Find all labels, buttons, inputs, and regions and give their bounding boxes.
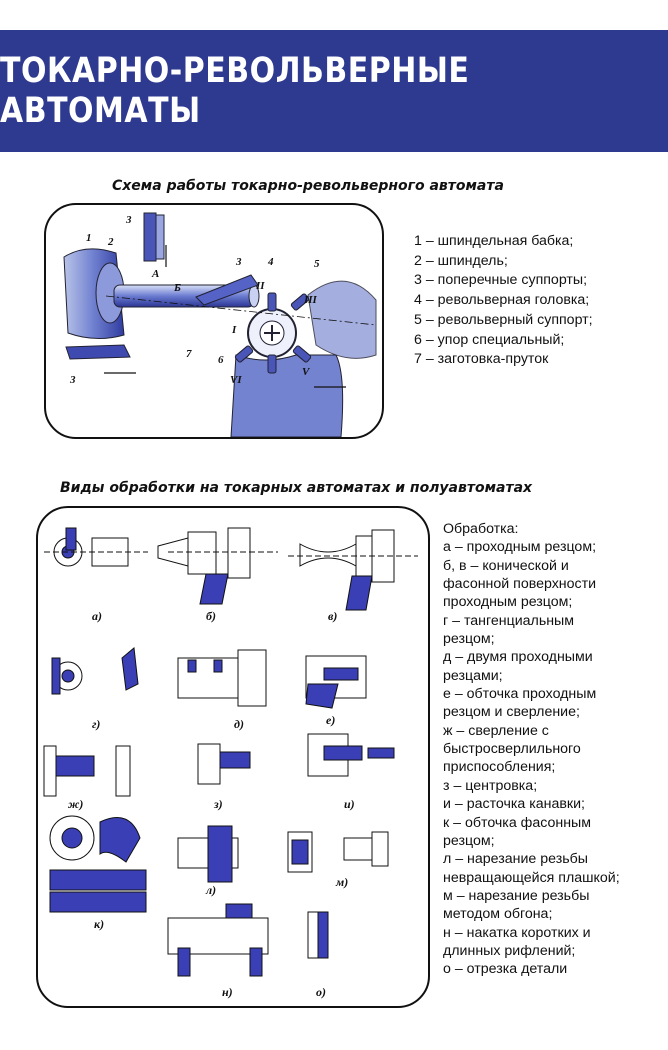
scheme-label-roman-2: II	[255, 280, 265, 292]
types-legend-item: резцами;	[443, 667, 503, 684]
scheme-legend-item: 1 – шпиндельная бабка;	[414, 233, 574, 249]
panel-label-e: е)	[326, 713, 335, 727]
types-legend: Обработка: а – проходным резцом; б, в – …	[443, 520, 620, 979]
types-legend-item: к – обточка фасонным	[443, 814, 591, 831]
panel-label-k: к)	[94, 917, 104, 931]
types-legend-item: г – тангенциальным	[443, 612, 574, 629]
scheme-title: Схема работы токарно-револьверного автом…	[112, 178, 504, 194]
scheme-label-roman-1: I	[231, 324, 237, 336]
types-legend-item: резцом;	[443, 631, 495, 648]
title-banner: ТОКАРНО-РЕВОЛЬВЕРНЫЕ АВТОМАТЫ	[0, 30, 668, 152]
types-legend-item: и – расточка канавки;	[443, 796, 585, 813]
types-legend-item: о – отрезка детали	[443, 961, 568, 978]
panel-label-o: о)	[316, 985, 326, 999]
scheme-label-3a: 3	[125, 214, 132, 226]
panel-label-d: д)	[234, 717, 244, 731]
scheme-label-roman-3: III	[303, 294, 318, 306]
panel-label-m: м)	[335, 875, 348, 889]
scheme-label-3b: 3	[235, 256, 242, 268]
types-legend-item: резцом;	[443, 832, 495, 849]
scheme-label-5: 5	[314, 258, 320, 270]
scheme-label-2: 2	[107, 236, 114, 248]
scheme-legend-item: 7 – заготовка-пруток	[414, 351, 549, 368]
types-legend-item: проходным резцом;	[443, 594, 573, 611]
types-legend-item: м – нарезание резьбы	[443, 887, 590, 904]
types-legend-item: методом обгона;	[443, 906, 553, 923]
lathe-scheme-diagram: 1 2 3 3 3 4 5 6 7 А Б I II III VI V	[63, 212, 377, 438]
panel-label-g: г)	[92, 717, 100, 731]
scheme-label-4: 4	[267, 256, 274, 268]
types-legend-item: л – нарезание резьбы	[443, 851, 588, 868]
types-legend-item: резцом и сверление;	[443, 704, 580, 721]
panel-label-n: н)	[222, 985, 233, 999]
panel-label-i: и)	[344, 797, 355, 811]
scheme-label-6: 6	[218, 354, 224, 366]
panel-label-zh: ж)	[68, 797, 83, 811]
scheme-label-roman-6: VI	[230, 374, 242, 386]
scheme-legend-item: 4 – револьверная головка;	[414, 292, 590, 309]
types-legend-item: приспособления;	[443, 759, 556, 776]
panel-label-z: з)	[213, 797, 223, 811]
panel-label-b: б)	[206, 609, 216, 623]
types-legend-item: н – накатка коротких и	[443, 924, 591, 941]
types-frame: а) б) в) г) д) е) ж) з) и) к) л) м) н) о…	[36, 506, 430, 1008]
types-legend-item: Обработка:	[443, 521, 519, 537]
scheme-legend: 1 – шпиндельная бабка; 2 – шпиндель; 3 –…	[414, 232, 593, 370]
types-legend-item: невращающейся плашкой;	[443, 869, 620, 886]
panel-label-v: в)	[328, 609, 337, 623]
types-legend-item: фасонной поверхности	[443, 576, 597, 593]
scheme-legend-item: 3 – поперечные суппорты;	[414, 272, 588, 289]
scheme-legend-item: 2 – шпиндель;	[414, 252, 508, 269]
scheme-label-1: 1	[86, 232, 92, 244]
types-legend-item: ж – сверление с	[443, 722, 549, 739]
machining-types-diagram: а) б) в) г) д) е) ж) з) и) к) л) м) н) о…	[43, 527, 418, 999]
scheme-legend-item: 5 – револьверный суппорт;	[414, 311, 593, 328]
scheme-label-v: V	[302, 366, 311, 378]
types-legend-item: е – обточка проходным	[443, 686, 597, 703]
types-legend-item: б, в – конической и	[443, 557, 569, 574]
scheme-label-3c: 3	[69, 374, 76, 386]
types-legend-item: быстросверлильного	[443, 741, 581, 758]
scheme-frame: 1 2 3 3 3 4 5 6 7 А Б I II III VI V	[44, 203, 384, 439]
panel-label-a: а)	[92, 609, 102, 623]
types-title: Виды обработки на токарных автоматах и п…	[60, 480, 533, 496]
page-title: ТОКАРНО-РЕВОЛЬВЕРНЫЕ АВТОМАТЫ	[0, 50, 470, 132]
panel-label-l: л)	[205, 883, 216, 897]
types-legend-item: д – двумя проходными	[443, 649, 593, 666]
scheme-legend-item: 6 – упор специальный;	[414, 331, 565, 348]
scheme-label-b: Б	[173, 282, 181, 294]
types-legend-item: длинных рифлений;	[443, 942, 576, 959]
scheme-label-7: 7	[186, 348, 192, 360]
types-legend-item: з – центровка;	[443, 777, 538, 794]
scheme-label-a: А	[151, 268, 159, 280]
types-legend-item: а – проходным резцом;	[443, 539, 597, 556]
